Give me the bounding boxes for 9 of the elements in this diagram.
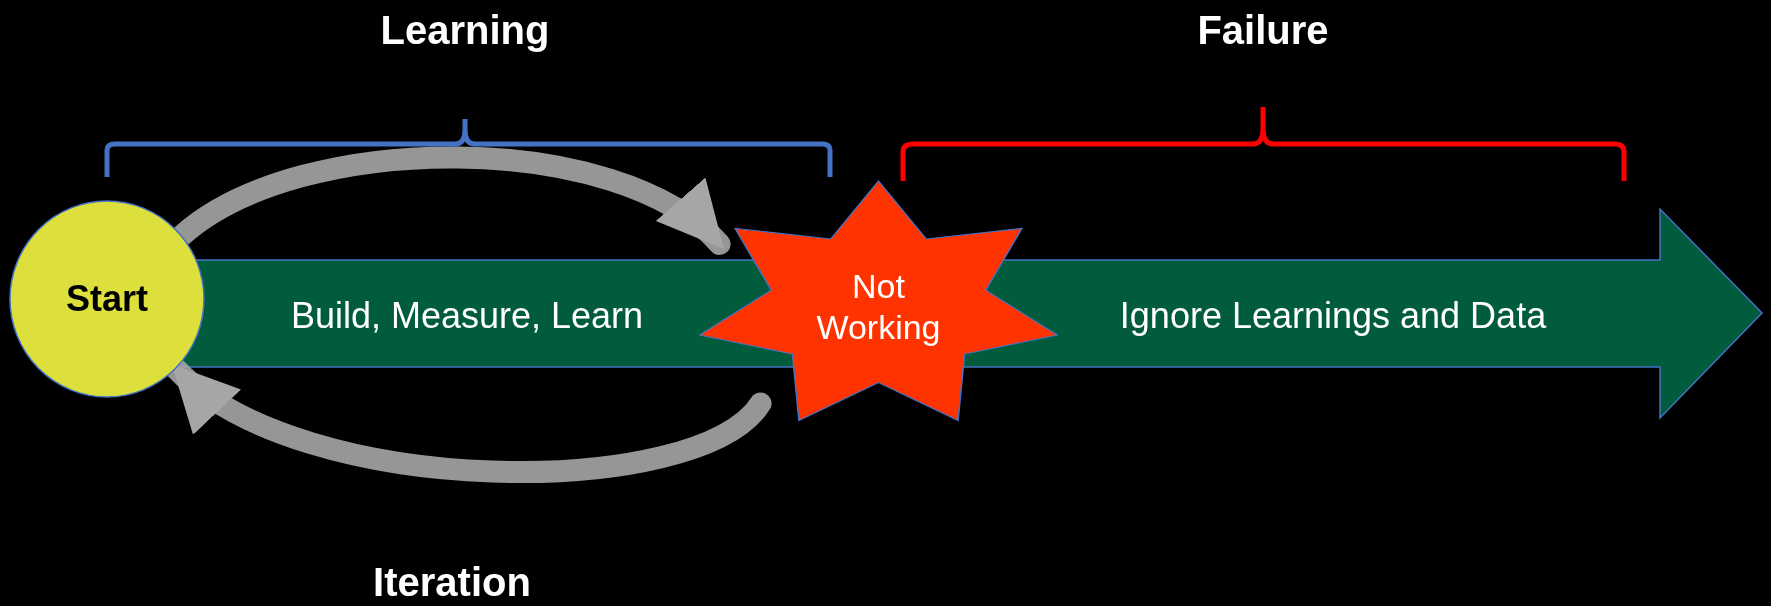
heading-label: Failure bbox=[1197, 8, 1329, 53]
star-label: Not Working bbox=[815, 266, 942, 348]
heading-label: Learning bbox=[380, 8, 550, 53]
curved-arrow bbox=[171, 146, 731, 255]
band-text: Ignore Learnings and Data bbox=[1119, 295, 1547, 337]
curved-arrow bbox=[165, 358, 772, 483]
band-text: Build, Measure, Learn bbox=[290, 295, 644, 337]
heading-label: Iteration bbox=[373, 560, 531, 605]
start-label: Start bbox=[66, 277, 148, 321]
